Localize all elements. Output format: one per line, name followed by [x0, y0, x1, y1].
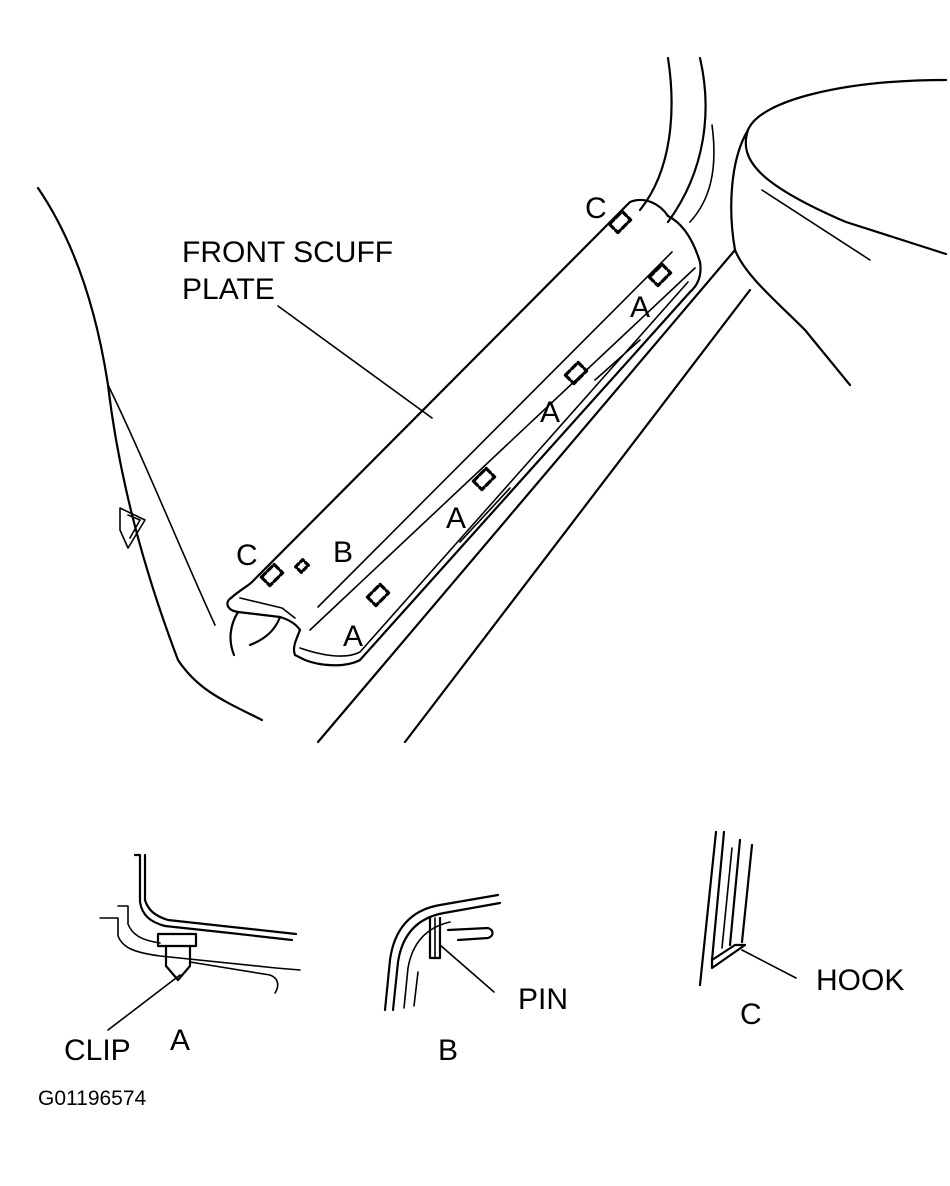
clip-slot: [607, 209, 633, 235]
clip-slot: [365, 582, 391, 608]
clip-slot: [563, 360, 589, 386]
clip-label-c-left: C: [236, 539, 258, 572]
detail-b-caption: B: [438, 1034, 458, 1067]
detail-a-caption: A: [170, 1024, 190, 1057]
title-leader-line: [277, 305, 433, 419]
detail-c-caption: C: [740, 998, 762, 1031]
clip-callout: CLIP: [64, 1034, 131, 1067]
detail-c-hook: [698, 830, 797, 987]
clip-label-a-1: A: [630, 291, 650, 324]
hook-leader-line: [741, 949, 797, 979]
figure-id: G01196574: [38, 1087, 147, 1110]
pin-leader-line: [439, 944, 495, 993]
body-context-lines: [36, 56, 948, 744]
detail-a-clip: [99, 853, 301, 1031]
clip-label-a-2: A: [540, 396, 560, 429]
clip-label-b: B: [333, 536, 353, 569]
clip-label-a-4: A: [343, 620, 363, 653]
pin-callout: PIN: [518, 983, 568, 1016]
hook-callout: HOOK: [816, 964, 904, 997]
scuff-plate-title-line1: FRONT SCUFF: [182, 236, 393, 269]
scuff-plate: [226, 198, 702, 667]
pin-hole: [294, 558, 310, 574]
clip-slot: [647, 262, 673, 288]
clip-slot: [471, 466, 497, 492]
clip-slots: [259, 209, 673, 608]
clip-slot: [259, 562, 285, 588]
detail-b-pin: [383, 893, 502, 1012]
clip-leader-line: [107, 974, 181, 1031]
clip-label-c-top: C: [585, 192, 607, 225]
clip-label-a-3: A: [446, 502, 466, 535]
scuff-plate-title-line2: PLATE: [182, 273, 275, 306]
